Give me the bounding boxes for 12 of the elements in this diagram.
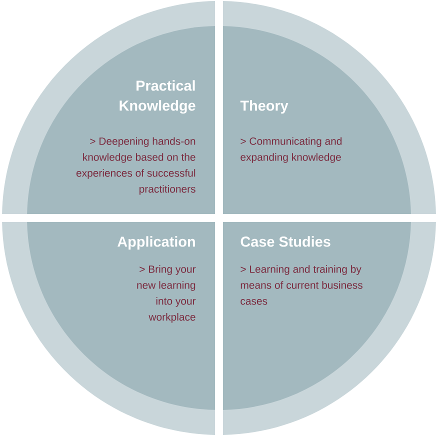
heading: Case Studies (240, 236, 330, 247)
quadrant-segment (223, 222, 411, 410)
description: > Deepening hands-on knowledge based on the experiences of successful practitioners (76, 137, 196, 195)
description: > Communicating and expanding knowledge (240, 137, 342, 163)
quadrant-segment (27, 222, 215, 410)
quadrant-segment (27, 26, 215, 214)
heading: Practical Knowledge (120, 80, 196, 114)
quadrant-segment (223, 26, 411, 214)
heading: Application (118, 236, 195, 250)
description: > Learning and training by means of current business cases (240, 265, 362, 305)
heading: Theory (240, 100, 288, 114)
description: > Bring your new learning into your workplace (137, 265, 196, 323)
